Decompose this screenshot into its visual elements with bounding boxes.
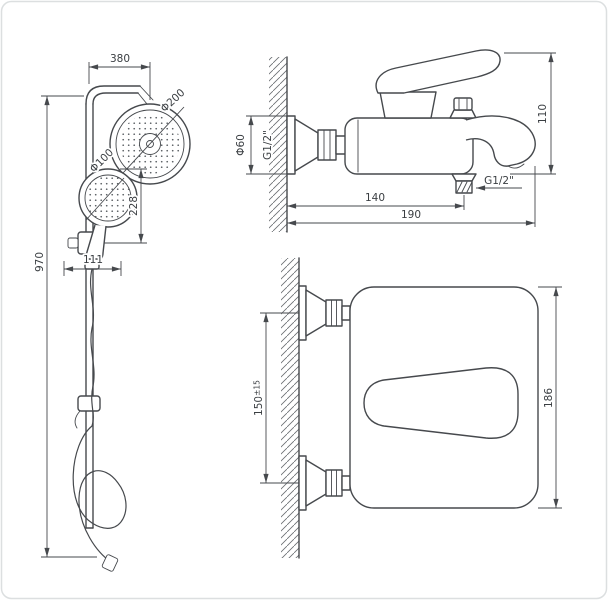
dim-total-depth-label: 190 [401,209,421,221]
lever-body [375,49,501,94]
shower-hose [72,268,127,572]
thread-mark [461,181,468,193]
hand-shower-face [84,174,132,222]
inlet-pipe [341,475,351,491]
dim-inlet-spacing: 150±15 [251,312,299,484]
knob-body [453,97,473,111]
arm-joint-line [139,85,154,101]
escutcheon-plate [286,115,296,175]
mixer-body [344,117,474,175]
mixer-side-view: G1/2" Φ60 G1/2" 110 140 190 [233,49,556,233]
head-center-dot [146,140,154,148]
hook-curve [74,410,81,429]
dim-inlet-spacing-label: 150±15 [253,380,266,416]
dim-total-depth-190: 190 [287,166,536,227]
cartridge-housing [379,91,437,119]
shower-outlet [451,173,477,194]
bracket-knob [67,237,79,249]
dim-head-drop-label: 228 [128,196,140,216]
outlet-thread-label: G1/2" [484,175,514,187]
escutcheon-plate [298,455,307,511]
dim-width-186: 186 [538,286,562,509]
outlet-thread-label-group: G1/2" [476,173,522,191]
head-inner-rim [115,109,185,179]
hook-body [77,395,101,412]
thread-mark [456,181,463,193]
inlet-thread-label: G1/2" [262,130,274,160]
knob-flange [449,109,477,119]
handle-outline [363,367,519,439]
dim-inlet-spacing-value: 150 [253,396,265,416]
inlet-nut [325,469,343,497]
dim-arm-width-label: 380 [110,53,130,65]
mixer-front-view: 150±15 186 [251,257,562,559]
diverter-knob [449,97,477,119]
dim-head-drop: 228 [104,168,147,244]
shower-column-view: 970 380 [34,53,191,572]
escutcheon-cone [305,289,327,337]
hose-curve [72,268,127,562]
spout [465,115,536,169]
escutcheon-plate [298,285,307,341]
escutcheon-cone [305,459,327,507]
dim-hand-offset: 111 [63,252,122,276]
dim-column-height: 970 [34,95,97,558]
arm-inner-line [92,92,139,105]
dim-width-186-label: 186 [543,388,555,408]
dim-inlet-spacing-tolerance: ±15 [253,380,262,396]
wall-section-front [281,257,300,559]
dim-outlet-offset-label: 140 [365,192,385,204]
thread-mark [466,181,473,193]
dim-height-110-label: 110 [537,104,549,124]
inlet-nut [325,299,343,327]
leader-line [122,106,185,174]
wall-escutcheon [286,115,349,175]
body-outline [344,117,474,175]
dim-column-height-label: 970 [34,252,46,272]
dim-height-110: 110 [504,52,556,175]
arm-outer-line [85,85,141,105]
wall-hatch [269,57,287,232]
dim-escutcheon-diameter-label: Φ60 [235,134,247,156]
dim-hand-offset-label: 111 [83,254,103,266]
dim-arm-width: 380 [88,53,151,100]
shower-arm [85,85,154,105]
spout-body [465,115,536,167]
escutcheon-cone [294,118,319,172]
outlet-neck [451,173,477,182]
arm-joint-line [137,92,148,105]
top-inlet-flange [298,285,351,341]
leader-line [85,177,125,221]
wall-hatch [281,258,299,558]
hand-shower [78,168,138,228]
handle-front [363,367,519,439]
handle-lever [375,49,501,94]
bottom-inlet-flange [298,455,351,511]
hose-end-nut [101,554,119,572]
inlet-nut [317,129,337,161]
handle-base [379,91,437,119]
dim-escutcheon-diameter: Φ60 [233,115,287,175]
hose-hook [74,395,101,429]
inlet-pipe [341,305,351,321]
spout-mouth-line [507,163,525,169]
dim-outlet-offset-140: 140 [287,190,465,210]
